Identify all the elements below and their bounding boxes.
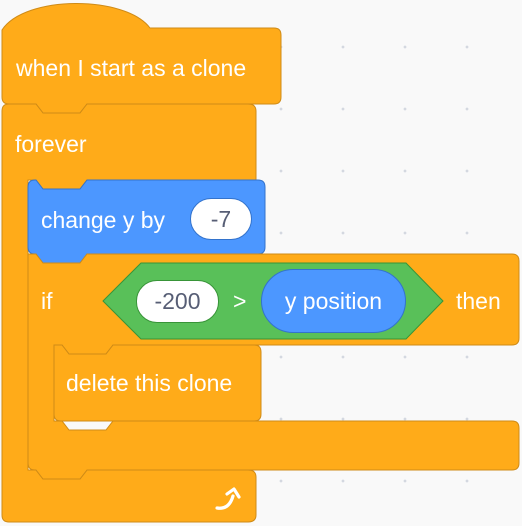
hat-block-label: when I start as a clone (16, 55, 247, 81)
if-label: if (41, 288, 53, 314)
change-y-value: -7 (210, 205, 232, 232)
y-position-reporter[interactable]: y position (261, 269, 406, 333)
forever-label: forever (15, 131, 87, 157)
delete-this-clone-block[interactable] (53, 344, 262, 422)
y-position-label: y position (284, 287, 383, 314)
greater-than-symbol: > (233, 288, 247, 314)
left-operand-input[interactable]: -200 (136, 280, 219, 323)
loop-arrow-icon (215, 487, 241, 510)
change-y-by-label: change y by (41, 207, 166, 233)
left-operand-value: -200 (154, 288, 201, 314)
then-label: then (456, 288, 501, 314)
change-y-value-input[interactable]: -7 (190, 198, 252, 240)
delete-this-clone-label: delete this clone (66, 370, 233, 396)
